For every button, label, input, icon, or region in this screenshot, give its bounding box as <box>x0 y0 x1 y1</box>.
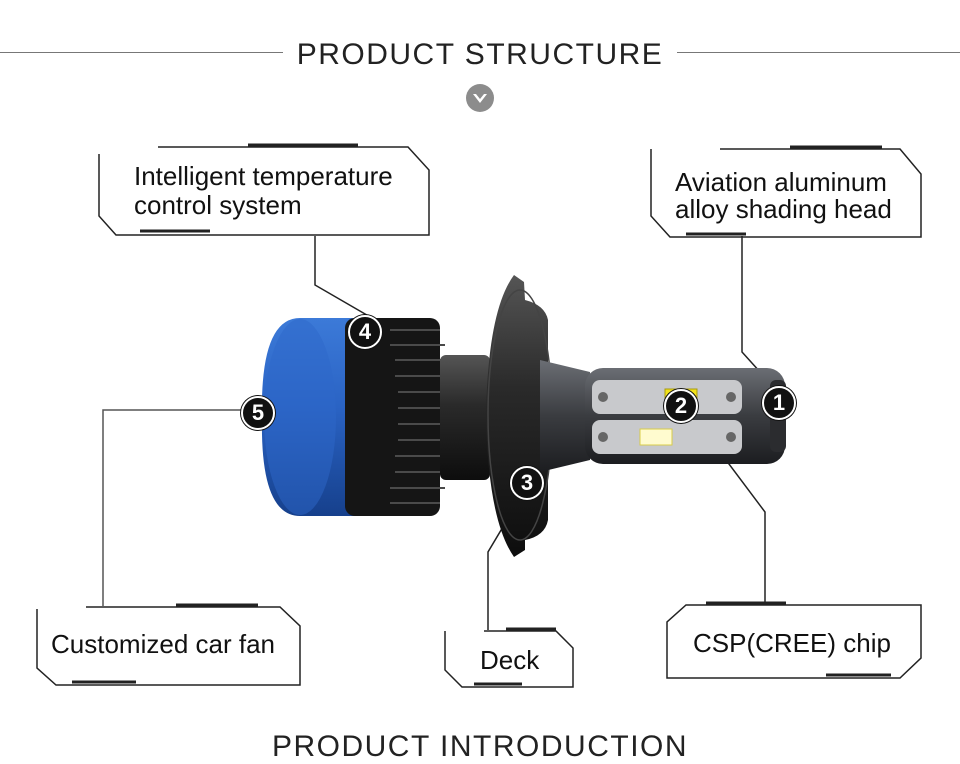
next-section-title: PRODUCT INTRODUCTION <box>271 730 689 763</box>
label-text-line1: Customized car fan <box>51 629 275 659</box>
led-chip-bottom <box>639 428 673 446</box>
leader-line-4 <box>314 236 373 319</box>
leader-line-5 <box>102 409 245 606</box>
label-box-chip: CSP(CREE) chip <box>666 601 922 680</box>
leader-lines <box>102 236 781 630</box>
label-text-line2: alloy shading head <box>675 194 892 224</box>
heatsink-fins <box>345 318 452 516</box>
label-text-line1: Aviation aluminum <box>675 167 887 197</box>
label-text-line1: Deck <box>480 645 540 675</box>
label-box-aluminum: Aviation aluminum alloy shading head <box>650 145 922 238</box>
label-box-temperature: Intelligent temperature control system <box>98 143 430 236</box>
header-rule-right <box>672 52 960 53</box>
label-frame <box>650 145 922 238</box>
label-box-fan: Customized car fan <box>36 603 301 686</box>
callout-2: 2 <box>664 389 698 423</box>
label-text-line1: Intelligent temperature <box>134 161 393 191</box>
callout-1: 1 <box>762 386 796 420</box>
callout-3: 3 <box>510 466 544 500</box>
callout-4: 4 <box>348 315 382 349</box>
label-text-line1: CSP(CREE) chip <box>693 628 891 658</box>
label-frame <box>444 627 574 688</box>
section-title: PRODUCT STRUCTURE <box>0 38 960 72</box>
label-frame <box>36 603 301 686</box>
label-frame <box>666 601 922 679</box>
chevron-down-icon <box>466 84 494 112</box>
header-rule-left <box>0 52 285 53</box>
label-frame <box>98 143 430 236</box>
callout-5: 5 <box>241 396 275 430</box>
label-box-deck: Deck <box>444 627 574 688</box>
label-text-line2: control system <box>134 190 302 220</box>
